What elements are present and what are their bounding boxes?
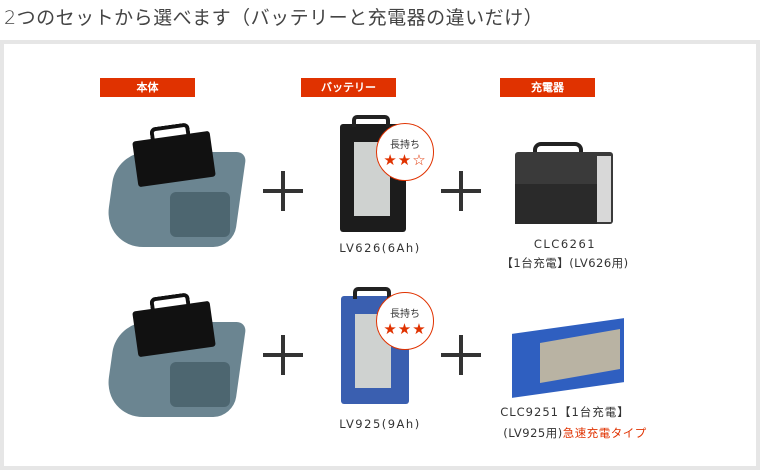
page-title: 2つのセットから選べます（バッテリーと充電器の違いだけ） xyxy=(4,7,544,29)
battery-name: LV626(6Ah) xyxy=(339,241,421,255)
star-rating: ★★★ xyxy=(383,320,427,338)
blower-image xyxy=(103,122,247,252)
charger-clc9251-image xyxy=(512,318,624,398)
longevity-badge: 長持ち ★★☆ xyxy=(376,123,434,181)
star-rating: ★★☆ xyxy=(383,151,427,169)
blower-image xyxy=(103,292,247,422)
charger-detail: 【1台充電】(LV626用) xyxy=(501,256,629,270)
header-battery: バッテリー xyxy=(301,78,396,97)
badge-label: 長持ち xyxy=(390,309,420,320)
battery-name: LV925(9Ah) xyxy=(339,417,421,431)
badge-label: 長持ち xyxy=(390,140,420,151)
plus-icon xyxy=(263,335,303,375)
header-charger: 充電器 xyxy=(500,78,595,97)
charger-name: CLC6261 xyxy=(533,237,597,251)
charger-clc6261-image xyxy=(515,142,613,224)
charger-detail: (LV925用)急速充電タイプ xyxy=(480,425,670,441)
fast-charge-note: 急速充電タイプ xyxy=(562,426,647,440)
plus-icon xyxy=(441,171,481,211)
plus-icon xyxy=(263,171,303,211)
charger-name: CLC9251【1台充電】 xyxy=(500,405,630,419)
plus-icon xyxy=(441,335,481,375)
charger-compat: (LV925用) xyxy=(503,426,563,440)
header-body: 本体 xyxy=(100,78,195,97)
longevity-badge: 長持ち ★★★ xyxy=(376,292,434,350)
